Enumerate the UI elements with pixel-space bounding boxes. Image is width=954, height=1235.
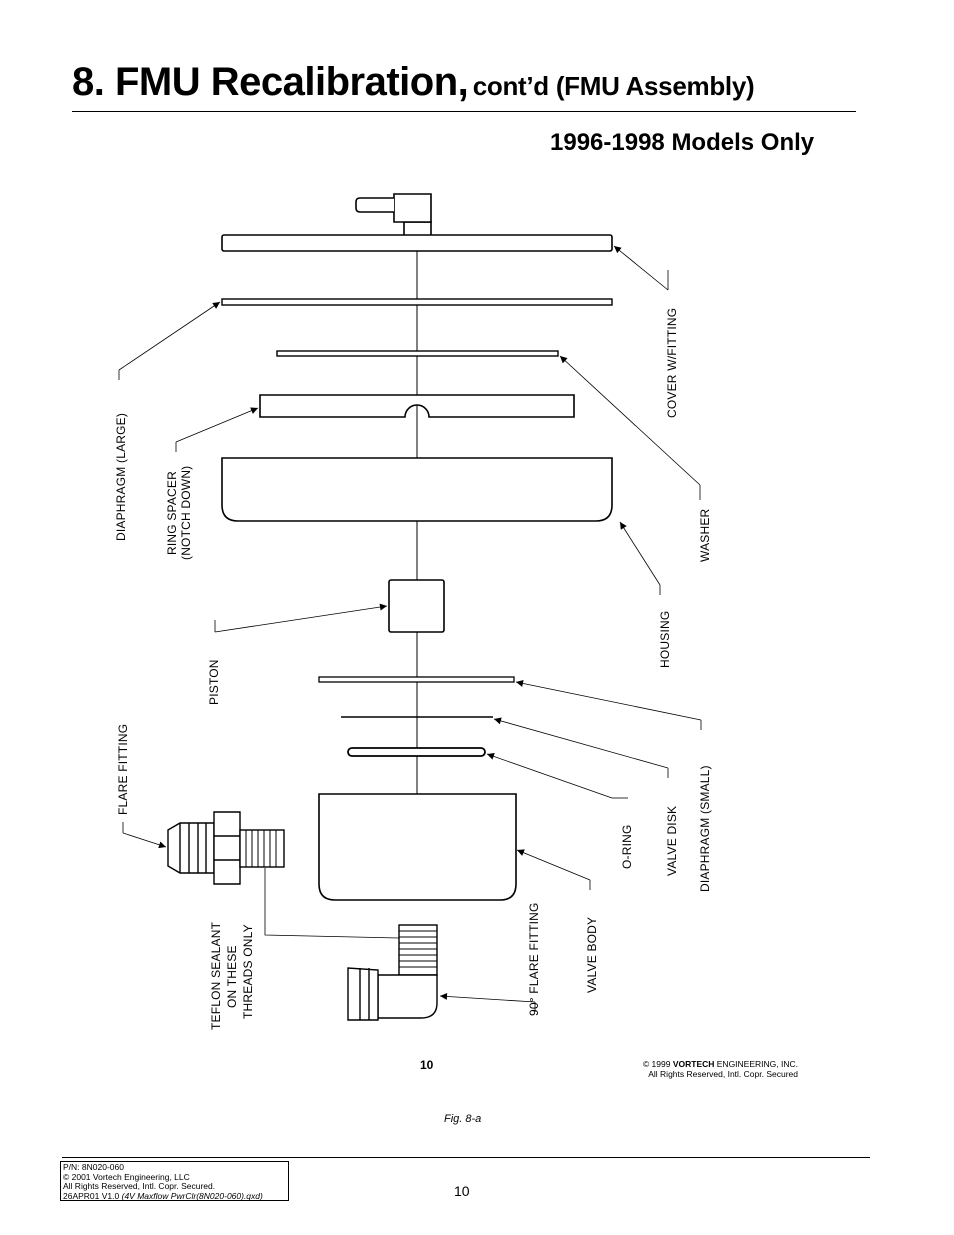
- copyright-suffix: ENGINEERING, INC.: [714, 1059, 798, 1069]
- label-o-ring: O-RING: [620, 824, 634, 869]
- ring-spacer: [259, 394, 575, 418]
- label-ring-spacer-note: (NOTCH DOWN): [179, 466, 193, 560]
- flare-fitting: [167, 811, 285, 885]
- label-diaphragm-small: DIAPHRAGM (SMALL): [698, 765, 712, 892]
- diaphragm-small: [318, 676, 515, 683]
- label-valve-body: VALVE BODY: [585, 917, 599, 993]
- page-title: 8. FMU Recalibration, cont’d (FMU Assemb…: [72, 60, 755, 105]
- footer-rule: [62, 1157, 870, 1158]
- label-teflon-3: THREADS ONLY: [241, 924, 255, 1019]
- inner-rights: All Rights Reserved, Intl. Copr. Secured: [648, 1069, 798, 1079]
- label-teflon-2: ON THESE: [225, 945, 239, 1008]
- teflon-callout-line: [264, 868, 400, 939]
- models-subtitle: 1996-1998 Models Only: [550, 129, 815, 156]
- page-number: 10: [454, 1183, 470, 1199]
- flare-90-fitting: [347, 924, 438, 1021]
- inner-page-number: 10: [420, 1058, 434, 1072]
- title-continued: cont’d (FMU Assembly): [472, 71, 755, 101]
- label-washer: WASHER: [698, 508, 712, 562]
- copyright-prefix: © 1999: [642, 1059, 673, 1069]
- cover-with-fitting: [221, 193, 613, 252]
- valve-body: [318, 793, 517, 901]
- leader-lines: [118, 245, 702, 1003]
- footer-version-line: 26APR01 V1.0 (4V Maxflow PwrClr(8N020-06…: [63, 1190, 286, 1202]
- label-diaphragm-large: DIAPHRAGM (LARGE): [114, 413, 128, 541]
- footer-rights: All Rights Reserved, Intl. Copr. Secured…: [63, 1181, 216, 1192]
- inner-copyright: © 1999 VORTECH ENGINEERING, INC. All Rig…: [600, 1059, 798, 1079]
- title-rule: [72, 111, 856, 112]
- label-valve-disk: VALVE DISK: [665, 806, 679, 876]
- footer-file: (4V Maxflow PwrClr(8N020-060).qxd): [121, 1190, 263, 1201]
- label-teflon-1: TEFLON SEALANT: [209, 921, 223, 1030]
- o-ring: [347, 747, 486, 757]
- label-piston: PISTON: [207, 659, 221, 705]
- leader-tails: [118, 270, 702, 1012]
- footer-part-number: P/N: 8N020-060: [63, 1162, 124, 1172]
- footer-copyright: © 2001 Vortech Engineering, LLC: [63, 1171, 190, 1182]
- figure-caption: Fig. 8-a: [444, 1113, 482, 1125]
- label-flare-90: 90° FLARE FITTING: [527, 902, 541, 1016]
- piston: [388, 579, 445, 633]
- diaphragm-large: [221, 298, 613, 306]
- washer: [276, 350, 559, 357]
- diagram-labels: COVER W/FITTING WASHER HOUSING DIAPHRAGM…: [114, 308, 712, 1030]
- label-housing: HOUSING: [658, 611, 672, 668]
- copyright-brand: VORTECH: [672, 1059, 715, 1069]
- title-main: 8. FMU Recalibration,: [72, 60, 469, 104]
- label-cover: COVER W/FITTING: [665, 308, 679, 418]
- housing: [221, 457, 613, 522]
- footer-version: 26APR01 V1.0: [63, 1190, 122, 1201]
- footer-info-box: P/N: 8N020-060 © 2001 Vortech Engineerin…: [60, 1161, 289, 1201]
- label-flare-fitting: FLARE FITTING: [116, 724, 130, 815]
- label-ring-spacer: RING SPACER: [165, 471, 179, 555]
- inner-copyright-line: © 1999 VORTECH ENGINEERING, INC.: [600, 1059, 798, 1069]
